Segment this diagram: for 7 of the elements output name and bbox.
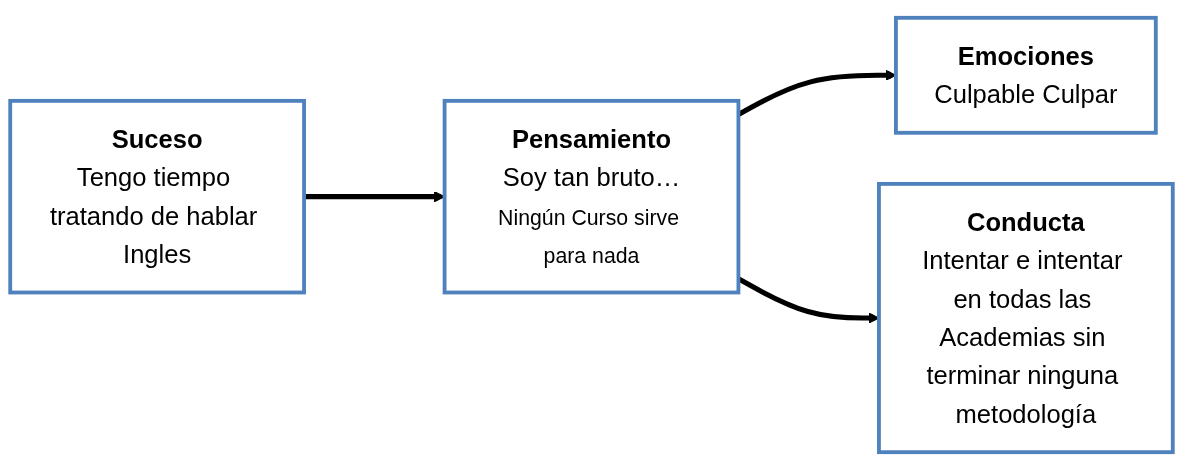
arrow [737, 276, 880, 324]
arrow [737, 69, 897, 117]
node-box: Suceso Tengo tiempo tratando de hablar Ingles [8, 98, 306, 295]
node-box: Conducta Intentar e intentar en todas las Academias sin terminar ninguna metodología [877, 182, 1175, 455]
arrow [304, 191, 446, 203]
node-box: Pensamiento Soy tan bruto… Ningún Curso sirve para nada [442, 98, 741, 295]
node-box: Emociones Culpable Culpar [894, 15, 1158, 135]
